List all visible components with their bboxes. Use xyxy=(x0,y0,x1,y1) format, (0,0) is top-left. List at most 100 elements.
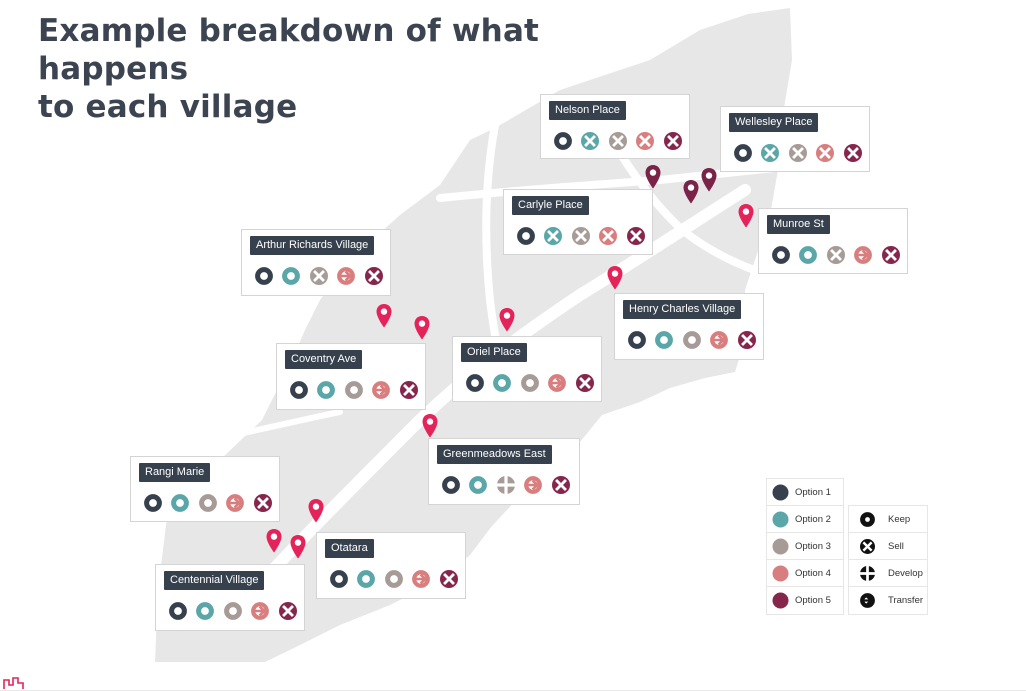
sell-icon xyxy=(439,569,466,589)
sell-icon xyxy=(598,226,625,246)
transfer-icon xyxy=(709,330,736,350)
transfer-icon xyxy=(336,266,363,286)
sell-icon xyxy=(635,131,662,151)
map-pin[interactable] xyxy=(644,164,662,190)
village-option-icons xyxy=(627,330,764,350)
keep-icon xyxy=(170,493,197,513)
legend-option-row: Option 3 xyxy=(767,533,843,560)
map-pin[interactable] xyxy=(606,265,624,291)
village-card-oriel-place[interactable]: Oriel Place xyxy=(452,336,602,402)
sell-icon xyxy=(815,143,842,163)
legend-option-label: Option 3 xyxy=(795,540,831,552)
transfer-icon xyxy=(371,380,398,400)
keep-icon xyxy=(198,493,225,513)
keep-icon xyxy=(465,373,492,393)
sell-icon xyxy=(278,601,305,621)
legend-action-row: Keep xyxy=(849,506,927,533)
keep-icon xyxy=(143,493,170,513)
village-name-label: Wellesley Place xyxy=(729,113,819,132)
village-option-icons xyxy=(553,131,690,151)
sell-icon xyxy=(881,245,908,265)
keep-icon xyxy=(223,601,250,621)
keep-icon xyxy=(384,569,411,589)
village-name-label: Henry Charles Village xyxy=(623,300,742,319)
keep-icon xyxy=(195,601,222,621)
legend-action-row: Sell xyxy=(849,533,927,560)
legend-option-row: Option 4 xyxy=(767,560,843,587)
village-name-label: Oriel Place xyxy=(461,343,527,362)
village-name-label: Arthur Richards Village xyxy=(250,236,375,255)
map-pin[interactable] xyxy=(413,315,431,341)
map-pin[interactable] xyxy=(737,203,755,229)
keep-icon xyxy=(682,330,709,350)
transfer-icon xyxy=(411,569,438,589)
map-pin[interactable] xyxy=(289,534,307,560)
legend-option-row: Option 5 xyxy=(767,587,843,614)
legend-option-label: Option 5 xyxy=(795,595,831,606)
village-card-otatara[interactable]: Otatara xyxy=(316,532,466,599)
village-card-greenmeadows-east[interactable]: Greenmeadows East xyxy=(428,438,580,505)
color-swatch-icon xyxy=(772,538,789,554)
transfer-icon xyxy=(250,601,277,621)
color-swatch-icon xyxy=(772,511,789,527)
map-pin[interactable] xyxy=(682,179,700,205)
sell-icon xyxy=(253,493,280,513)
sell-icon xyxy=(663,131,690,151)
sell-icon xyxy=(788,143,815,163)
sell-icon xyxy=(760,143,787,163)
color-swatch-icon xyxy=(772,592,789,609)
keep-icon xyxy=(468,475,495,495)
sell-icon xyxy=(551,475,578,495)
develop-icon xyxy=(495,475,523,495)
village-card-wellesley-place[interactable]: Wellesley Place xyxy=(720,106,870,172)
sell-icon xyxy=(309,266,336,286)
map-pin[interactable] xyxy=(265,528,283,554)
village-card-carlyle-place[interactable]: Carlyle Place xyxy=(503,189,653,255)
village-option-icons xyxy=(516,226,653,246)
village-name-label: Centennial Village xyxy=(164,571,265,590)
keep-icon xyxy=(520,373,547,393)
sell-icon xyxy=(608,131,635,151)
map-pin[interactable] xyxy=(375,303,393,329)
village-card-arthur-richards-village[interactable]: Arthur Richards Village xyxy=(241,229,391,296)
keep-icon xyxy=(798,245,825,265)
map-pin[interactable] xyxy=(700,167,718,193)
legend-actions: Keep Sell Develop Transfer xyxy=(848,505,928,615)
legend-option-row: Option 2 xyxy=(767,506,843,533)
keep-icon xyxy=(281,266,308,286)
village-card-rangi-marie[interactable]: Rangi Marie xyxy=(130,456,280,522)
sell-icon xyxy=(575,373,602,393)
village-card-coventry-ave[interactable]: Coventry Ave xyxy=(276,343,426,410)
map-pin[interactable] xyxy=(307,498,325,524)
sell-icon xyxy=(854,538,882,555)
keep-icon xyxy=(492,373,519,393)
map-pin[interactable] xyxy=(498,307,516,333)
village-option-icons xyxy=(733,143,870,163)
keep-icon xyxy=(771,245,798,265)
village-card-henry-charles-village[interactable]: Henry Charles Village xyxy=(614,293,764,360)
transfer-icon xyxy=(523,475,550,495)
title-line-2: to each village xyxy=(38,89,298,125)
keep-icon xyxy=(441,475,468,495)
keep-icon xyxy=(329,569,356,589)
village-card-nelson-place[interactable]: Nelson Place xyxy=(540,94,690,159)
legend-action-label: Transfer xyxy=(888,595,924,606)
develop-icon xyxy=(854,564,882,582)
village-option-icons xyxy=(329,569,466,589)
village-card-centennial-village[interactable]: Centennial Village xyxy=(155,564,305,631)
legend-action-row: Develop xyxy=(849,560,927,587)
transfer-icon xyxy=(854,592,882,609)
village-option-icons xyxy=(143,493,280,513)
village-card-munroe-st[interactable]: Munroe St xyxy=(758,208,908,274)
sell-icon xyxy=(571,226,598,246)
village-option-icons xyxy=(771,245,908,265)
legend-option-label: Option 2 xyxy=(795,513,831,525)
village-name-label: Coventry Ave xyxy=(285,350,363,369)
transfer-icon xyxy=(547,373,574,393)
keep-icon xyxy=(854,511,882,528)
legend-option-row: Option 1 xyxy=(767,479,843,506)
village-name-label: Rangi Marie xyxy=(139,463,211,482)
village-option-icons xyxy=(254,266,391,286)
map-pin[interactable] xyxy=(421,413,439,439)
